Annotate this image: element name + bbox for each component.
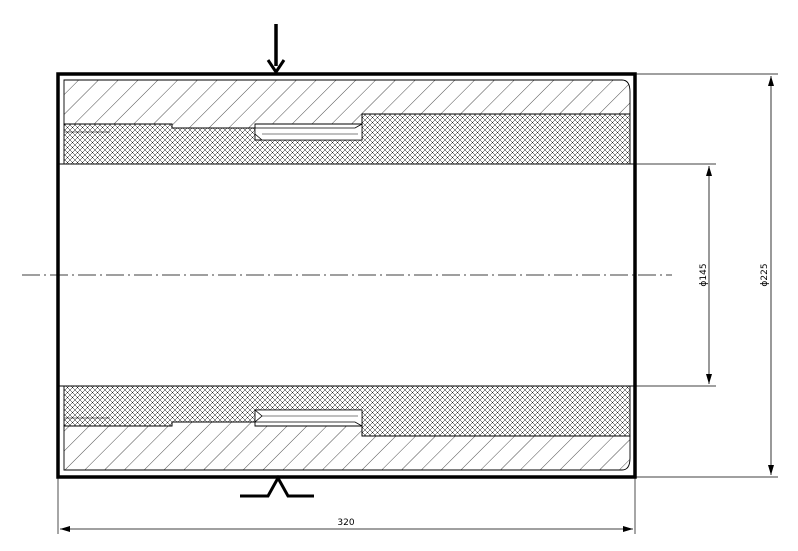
arrow-down-icon [266,24,286,75]
inner-diameter-label: ϕ145 [699,263,709,286]
length-label: 320 [337,518,354,528]
outer-frame [56,72,637,479]
lower-groove [253,409,363,427]
support-icon [240,474,314,498]
upper-groove [254,123,363,141]
lower-outer-shell [63,421,631,471]
upper-section [63,79,631,165]
outer-diameter-label: ϕ225 [760,263,770,286]
lower-section [63,385,631,471]
